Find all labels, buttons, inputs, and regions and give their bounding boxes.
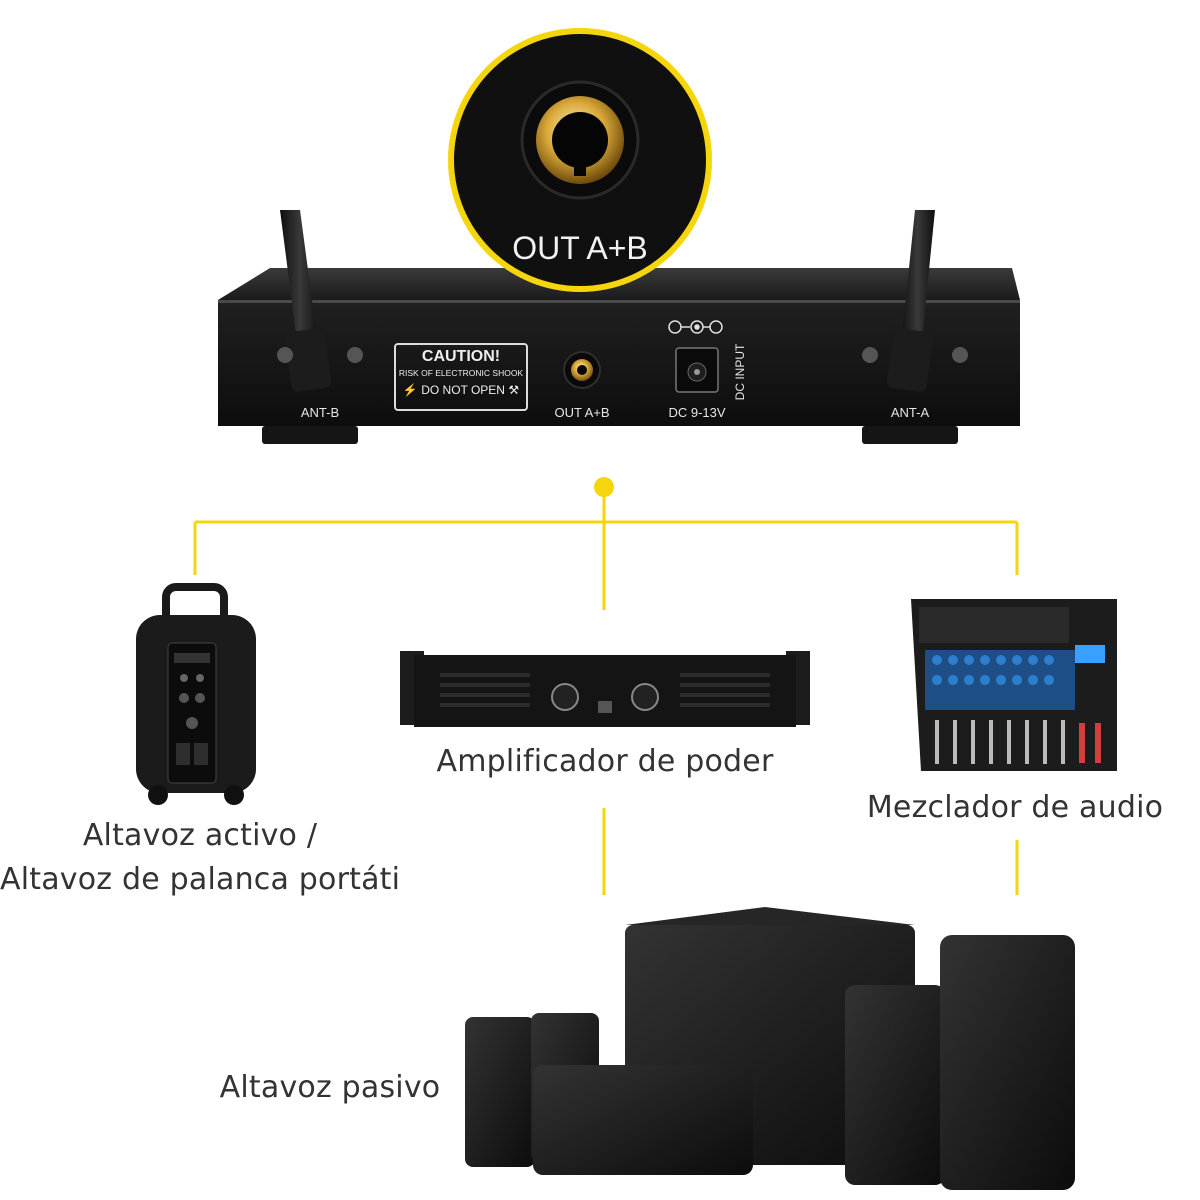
mixer-label: Mezclador de audio [866, 790, 1164, 825]
lightning-icon: ⚡ [402, 383, 418, 397]
passive-speaker-label: Altavoz pasivo [219, 1070, 441, 1105]
caution-title: CAUTION! [421, 348, 501, 365]
caution-do-not-open: DO NOT OPEN [421, 383, 505, 397]
amplifier-label: Amplificador de poder [436, 744, 774, 779]
ant-b-label: ANT-B [300, 405, 340, 420]
ant-a-label: ANT-A [890, 405, 930, 420]
amplifier-image [400, 645, 810, 735]
connector-lines [0, 470, 1200, 900]
tools-icon: ⚒ [508, 383, 520, 397]
out-jack-zoom [446, 0, 714, 298]
caution-label: CAUTION! RISK OF ELECTRONIC SHOOK ⚡ DO N… [395, 346, 527, 410]
mixer-image [905, 595, 1125, 775]
port-dc-label: DC 9-13V [668, 405, 726, 420]
dc-input-label: DC INPUT [733, 343, 747, 401]
port-out-label: OUT A+B [554, 405, 610, 420]
zoom-label: OUT A+B [512, 230, 648, 266]
receiver-rear-panel [0, 0, 1200, 470]
caution-subtitle: RISK OF ELECTRONIC SHOOK [398, 368, 524, 378]
passive-speakers-image [455, 905, 1095, 1200]
active-speaker-label-line2: Altavoz de palanca portáti [0, 862, 401, 897]
active-speaker-image [128, 583, 263, 813]
active-speaker-label-line1: Altavoz activo / [82, 818, 318, 853]
